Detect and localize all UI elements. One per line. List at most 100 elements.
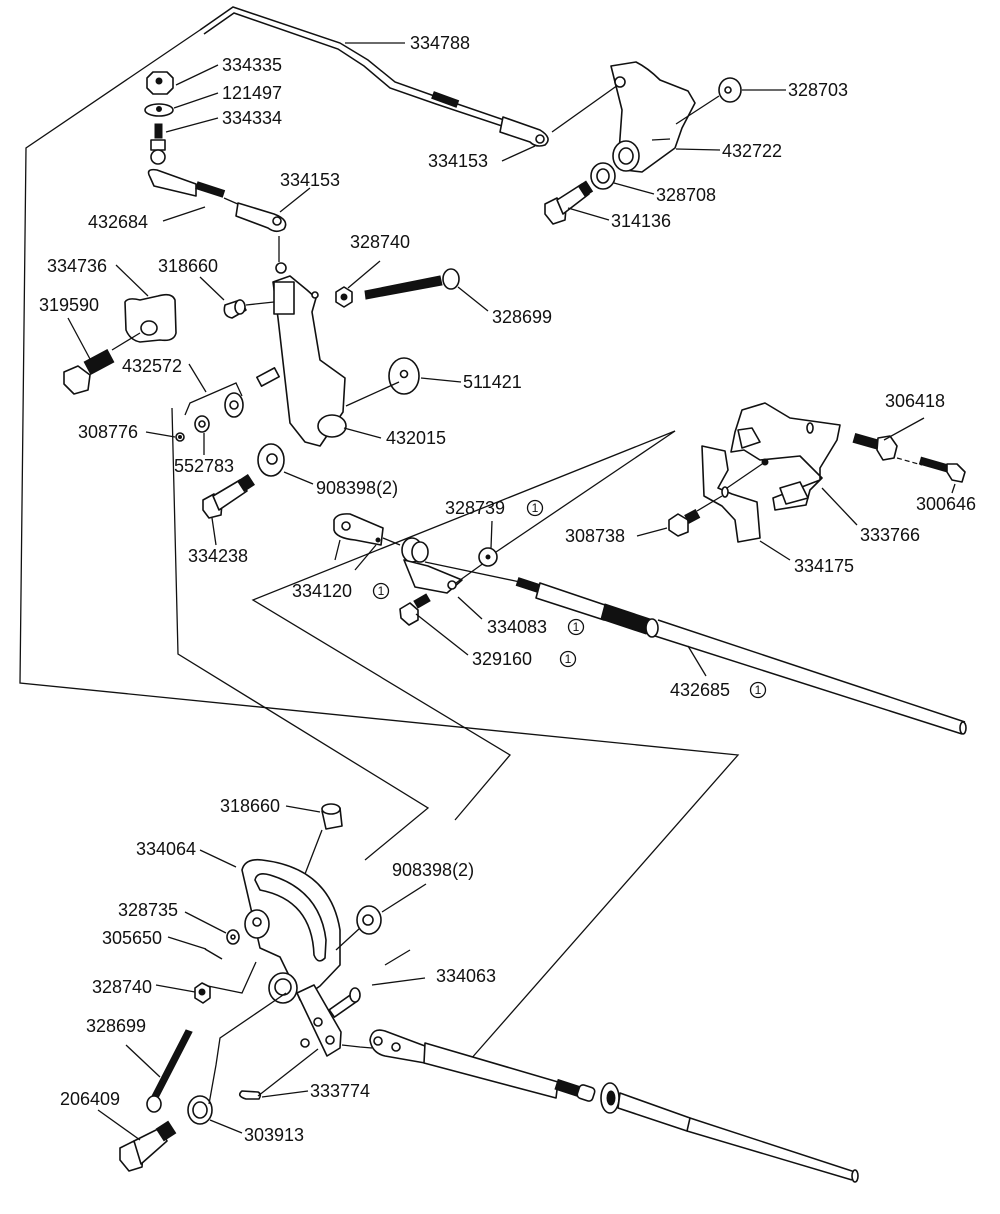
pin-305650 [204, 948, 223, 960]
label-318660-upper: 318660 [158, 256, 218, 276]
label-328699-lower: 328699 [86, 1016, 146, 1036]
svg-text:1: 1 [532, 501, 539, 515]
part-labels: 334788 334335 121497 334334 334153 33415… [39, 33, 976, 1145]
rod-end-334153-upper [499, 84, 619, 147]
label-328708: 328708 [656, 185, 716, 205]
label-333774: 333774 [310, 1081, 370, 1101]
quadrant-334064 [241, 858, 341, 1001]
label-334788: 334788 [410, 33, 470, 53]
leader-lines [67, 42, 956, 1141]
clamp-333766 [730, 402, 841, 511]
label-432685: 432685 [670, 680, 730, 700]
label-333766: 333766 [860, 525, 920, 545]
footnote-marker-334083: 1 [567, 618, 585, 636]
clip-308776 [175, 432, 185, 442]
bushing-318660-upper [223, 299, 275, 319]
label-432722: 432722 [722, 141, 782, 161]
label-305650: 305650 [102, 928, 162, 948]
label-334736: 334736 [47, 256, 107, 276]
label-300646: 300646 [916, 494, 976, 514]
label-308738: 308738 [565, 526, 625, 546]
ball-stud-334334 [150, 123, 166, 165]
boundary-outer [19, 29, 740, 1061]
link-432684 [147, 168, 241, 206]
footnote-marker-329160: 1 [559, 650, 577, 668]
bolt-314136 [544, 180, 594, 225]
svg-text:1: 1 [755, 683, 762, 697]
label-328699-upper: 328699 [492, 307, 552, 327]
cable-432685 [424, 561, 967, 735]
label-908398-upper: 908398(2) [316, 478, 398, 498]
bolt-334238 [202, 474, 255, 519]
label-334335: 334335 [222, 55, 282, 75]
plate-334175 [701, 445, 766, 543]
nut-328740-lower [194, 961, 257, 1004]
boundary-inner [171, 407, 430, 861]
sleeve-334083 [401, 537, 489, 594]
label-328739: 328739 [445, 498, 505, 518]
pin-and-spacer-432572 [184, 367, 280, 418]
washer-908398-upper [257, 443, 285, 477]
label-306418: 306418 [885, 391, 945, 411]
label-334334: 334334 [222, 108, 282, 128]
screw-328699-upper [364, 268, 460, 300]
lever-432015 [272, 262, 347, 447]
label-432684: 432684 [88, 212, 148, 232]
label-511421: 511421 [463, 372, 522, 392]
washer-908398-lower [335, 905, 382, 951]
pad-334736 [111, 293, 177, 351]
svg-text:1: 1 [573, 620, 580, 634]
label-334120: 334120 [292, 581, 352, 601]
label-328740-lower: 328740 [92, 977, 152, 997]
label-432015: 432015 [386, 428, 446, 448]
rod-334788 [199, 6, 511, 129]
bushing-318660-lower [304, 803, 343, 875]
label-552783: 552783 [174, 456, 234, 476]
washer-511421 [345, 357, 420, 407]
bolt-306418 [852, 432, 923, 466]
washer-328739 [478, 430, 676, 567]
label-334064: 334064 [136, 839, 196, 859]
screw-328699-lower [146, 1029, 193, 1113]
bracket-432722 [610, 61, 696, 173]
label-908398-lower: 908398(2) [392, 860, 474, 880]
washer-303913 [187, 992, 287, 1125]
label-206409: 206409 [60, 1089, 120, 1109]
cable-lower [341, 1029, 859, 1183]
label-334083: 334083 [487, 617, 547, 637]
nut-334335 [146, 71, 174, 95]
pin-334063 [328, 949, 411, 1018]
clip-333774 [238, 1048, 319, 1100]
footnote-marker-334120: 1 [372, 582, 390, 600]
bolt-300646 [918, 456, 966, 483]
footnote-marker-432685: 1 [749, 681, 767, 699]
label-303913: 303913 [244, 1125, 304, 1145]
bolt-329160 [399, 593, 431, 626]
label-328703: 328703 [788, 80, 848, 100]
label-334153-upper: 334153 [428, 151, 488, 171]
label-319590: 319590 [39, 295, 99, 315]
label-318660-lower: 318660 [220, 796, 280, 816]
label-121497: 121497 [222, 83, 282, 103]
arm-334063-body [268, 972, 342, 1057]
rod-end-334153-lower [235, 202, 287, 262]
label-432572: 432572 [122, 356, 182, 376]
label-334153-lower: 334153 [280, 170, 340, 190]
bolt-319590 [63, 349, 115, 395]
svg-text:1: 1 [565, 652, 572, 666]
washer-328703 [675, 77, 742, 125]
boundary-cable-group [251, 430, 676, 821]
svg-text:1: 1 [378, 584, 385, 598]
label-329160: 329160 [472, 649, 532, 669]
rod-end-334120 [333, 513, 401, 546]
label-334175: 334175 [794, 556, 854, 576]
bolt-308738 [668, 495, 723, 537]
washer-328708 [590, 162, 616, 190]
label-308776: 308776 [78, 422, 138, 442]
washer-552783 [194, 415, 210, 433]
label-328735: 328735 [118, 900, 178, 920]
label-334238: 334238 [188, 546, 248, 566]
washer-121497 [144, 103, 174, 117]
nut-328740-upper [335, 286, 353, 308]
